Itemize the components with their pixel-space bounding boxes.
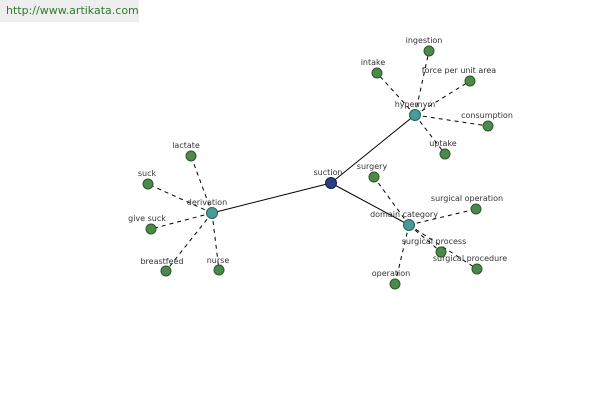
label-surgical-operation: surgical operation: [431, 194, 503, 203]
label-intake: intake: [361, 58, 386, 67]
node-intake[interactable]: [371, 67, 383, 79]
edge-domain-category-surgical-process: [408, 224, 442, 253]
node-suck[interactable]: [142, 178, 154, 190]
edge-derivation-give-suck: [150, 212, 213, 230]
label-nurse: nurse: [207, 256, 230, 265]
graph-nodes: [142, 45, 494, 290]
label-operation: operation: [372, 269, 410, 278]
edge-suction-derivation: [211, 182, 332, 214]
edge-derivation-lactate: [190, 155, 213, 214]
label-force-per-unit-area: force per unit area: [422, 66, 497, 75]
graph-labels: intake ingestion force per unit area consum…: [128, 36, 513, 278]
label-ingestion: ingestion: [406, 36, 443, 45]
node-surgical-operation[interactable]: [470, 203, 482, 215]
edge-hypernym-force-per-unit-area: [414, 80, 471, 116]
node-lactate[interactable]: [185, 150, 197, 162]
node-nurse[interactable]: [213, 264, 225, 276]
node-give-suck[interactable]: [145, 223, 157, 235]
node-derivation[interactable]: [206, 207, 218, 219]
edge-domain-category-surgical-operation: [408, 208, 477, 226]
node-surgery[interactable]: [368, 171, 380, 183]
node-hypernym[interactable]: [409, 109, 421, 121]
label-suck: suck: [138, 169, 157, 178]
edge-derivation-suck: [147, 183, 213, 214]
node-operation[interactable]: [389, 278, 401, 290]
label-uptake: uptake: [429, 139, 457, 148]
node-domain-category[interactable]: [403, 219, 415, 231]
label-surgical-procedure: surgical procedure: [433, 254, 507, 263]
node-breastfeed[interactable]: [160, 265, 172, 277]
node-ingestion[interactable]: [423, 45, 435, 57]
edge-domain-category-operation: [394, 224, 410, 285]
label-hypernym: hypernym: [395, 100, 436, 109]
node-uptake[interactable]: [439, 148, 451, 160]
label-consumption: consumption: [461, 111, 513, 120]
node-surgical-process[interactable]: [435, 246, 447, 258]
edge-suction-hypernym: [330, 114, 416, 184]
node-suction[interactable]: [325, 177, 337, 189]
edge-domain-category-surgery: [373, 176, 410, 226]
label-lactate: lactate: [172, 141, 200, 150]
label-give-suck: give suck: [128, 214, 166, 223]
node-surgical-procedure[interactable]: [471, 263, 483, 275]
label-domain-category: domain category: [370, 210, 438, 219]
label-surgical-process: surgical process: [402, 237, 467, 246]
label-surgery: surgery: [357, 162, 388, 171]
label-suction: suction: [314, 168, 343, 177]
label-breastfeed: breastfeed: [140, 257, 183, 266]
node-consumption[interactable]: [482, 120, 494, 132]
edge-hypernym-intake: [376, 72, 416, 116]
edge-derivation-nurse: [211, 212, 220, 271]
edge-hypernym-ingestion: [414, 50, 430, 116]
node-force-per-unit-area[interactable]: [464, 75, 476, 87]
label-derivation: derivation: [187, 198, 227, 207]
edge-suction-domain-category: [330, 182, 410, 226]
watermark-url: http://www.artikata.com: [0, 0, 139, 22]
edge-hypernym-uptake: [414, 114, 446, 155]
